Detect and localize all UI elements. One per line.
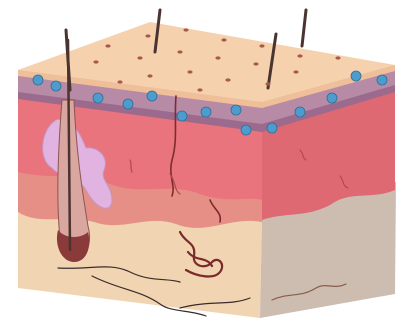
basal-cell [201,107,211,117]
pore [259,44,264,47]
pore [253,62,258,65]
basal-cell [377,75,387,85]
basal-cell [295,107,305,117]
pore [197,88,202,91]
pore [293,70,298,73]
basal-cell [33,75,43,85]
pore [265,82,270,85]
hair-shaft [302,10,306,46]
pore [221,38,226,41]
pore [215,56,220,59]
pore [187,70,192,73]
basal-cell [147,91,157,101]
pore [225,78,230,81]
basal-cell [123,99,133,109]
pore [137,56,142,59]
basal-cell [93,93,103,103]
pore [145,34,150,37]
basal-cell [267,123,277,133]
pore [335,56,340,59]
basal-cell [177,111,187,121]
pore [147,74,152,77]
basal-cell [51,81,61,91]
pore [183,28,188,31]
pore [297,54,302,57]
basal-cell [327,93,337,103]
basal-cell [231,105,241,115]
pore [177,50,182,53]
basal-cell [351,71,361,81]
pore [105,44,110,47]
basal-cell [241,125,251,135]
pore [93,60,98,63]
pore [117,80,122,83]
